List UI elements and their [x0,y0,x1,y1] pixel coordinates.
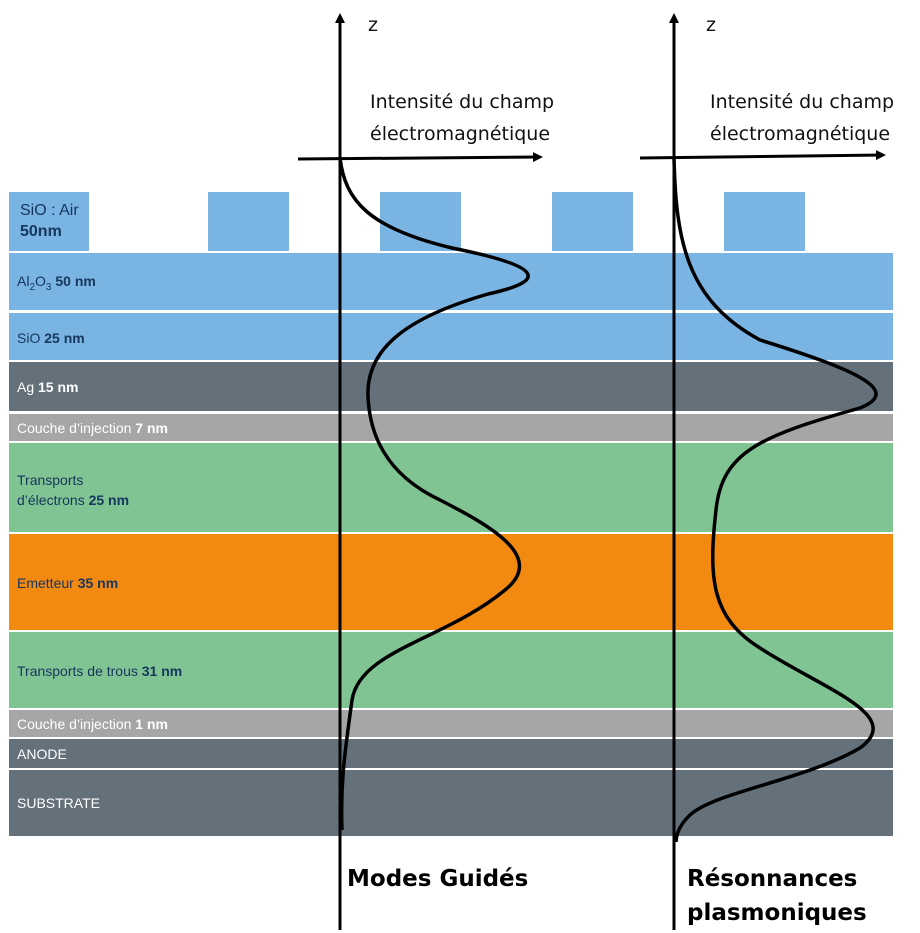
intensity-label-1: Intensité du champ électromagnétique [370,91,555,145]
layer-substrate [9,770,893,836]
layer-electron-transport [9,443,893,532]
grating-label-line1: SiO : Air [20,202,79,219]
label-substrate: SUBSTRATE [17,795,100,811]
layer-hole-transport [9,632,893,708]
grating-label-line2: 50nm [20,223,62,240]
caption-guided-modes: Modes Guidés [347,866,529,892]
label-anode: ANODE [17,746,67,762]
grating-block-4 [552,192,633,251]
caption-plasmonic: Résonnances plasmoniques [687,866,867,926]
plasmonic-curve [672,157,878,843]
label-ag: Ag 15 nm [17,379,79,395]
label-sio: SiO 25 nm [17,330,85,346]
layer-anode [9,739,893,768]
guided-mode-curve [338,157,530,831]
grating-block-3 [380,192,461,251]
intensity-axis-1 [297,152,543,163]
grating-block-2 [208,192,289,251]
layer-emitter [9,534,893,630]
label-hole-transport: Transports de trous 31 nm [17,663,183,679]
layer-sio [9,313,893,360]
layer-al2o3 [9,253,893,310]
z-axis-label-2: z [706,14,716,36]
label-electron-transport: Transports d’électrons 25 nm [17,472,130,508]
label-injection-bottom: Couche d’injection 1 nm [17,716,168,732]
label-emitter: Emetteur 35 nm [17,575,119,591]
label-injection-top: Couche d’injection 7 nm [17,420,168,436]
z-axis-label-1: z [368,14,378,36]
intensity-label-2: Intensité du champ électromagnétique [710,91,895,145]
layer-injection-top [9,414,893,441]
label-al2o3: Al2O3 50 nm [17,273,96,293]
layer-injection-bottom [9,710,893,737]
grating-block-5 [724,192,805,251]
layer-ag [9,362,893,411]
grating-label: SiO : Air 50nm [20,200,79,242]
grating-block-1 [9,192,89,251]
intensity-axis-2 [639,150,886,161]
